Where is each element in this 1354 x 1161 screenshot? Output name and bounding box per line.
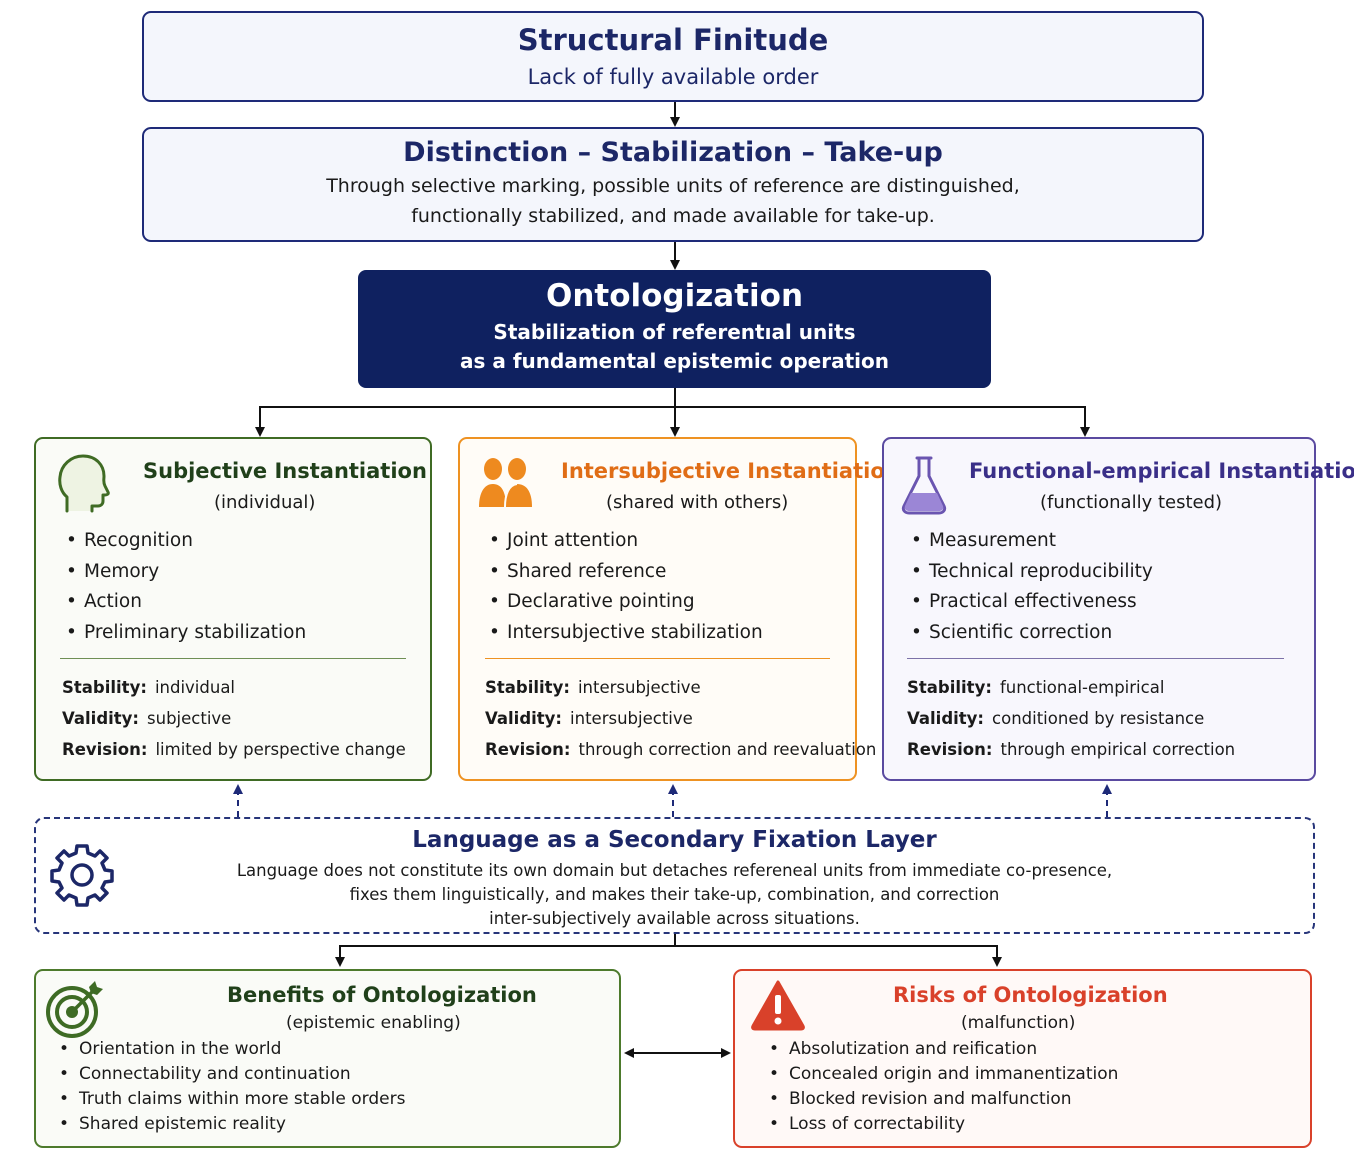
intersubjective-instantiation-box: Intersubjective Instantiation (shared wi… <box>458 437 900 781</box>
divider <box>485 658 830 659</box>
ontologization-title: Ontologization <box>545 278 804 314</box>
list-item: Action <box>62 587 306 618</box>
revision-value: through empirical correction <box>1000 740 1236 759</box>
list-item: Practical effectiveness <box>907 587 1153 618</box>
ontologization-line-2: as a fundamental epistemic operation <box>460 349 889 373</box>
list-item: Concealed origin and immanentization <box>765 1062 1118 1087</box>
intersubjective-subtitle: (shared with others) <box>606 492 789 513</box>
intersubjective-title: Intersubjective Instantiation <box>561 459 900 483</box>
language-layer-box: Language as a Secondary Fixation Layer L… <box>34 817 1315 934</box>
functional-empirical-properties: Stability: functional-empirical Validity:… <box>907 672 1235 765</box>
structural-finitude-box: Structural Finitude Lack of fully availa… <box>142 11 1204 102</box>
revision-label: Revision: <box>907 740 993 759</box>
list-item: Measurement <box>907 526 1153 557</box>
list-item: Blocked revision and malfunction <box>765 1087 1118 1112</box>
warning-icon <box>750 979 806 1035</box>
gear-icon <box>48 841 116 913</box>
list-item: Preliminary stabilization <box>62 618 306 649</box>
revision-label: Revision: <box>62 740 148 759</box>
language-line-3: inter-subjectively available across situ… <box>489 909 860 928</box>
functional-empirical-title: Functional-empirical Instantiation <box>969 459 1354 483</box>
stability-value: functional-empirical <box>999 678 1165 697</box>
validity-value: conditioned by resistance <box>992 709 1205 728</box>
risks-subtitle: (malfunction) <box>961 1013 1076 1033</box>
subjective-list: Recognition Memory Action Preliminary st… <box>62 526 306 649</box>
benefits-list: Orientation in the world Connectability … <box>55 1037 405 1137</box>
list-item: Recognition <box>62 526 306 557</box>
arrow-onto-to-subjective <box>255 406 675 437</box>
subjective-properties: Stability: individual Validity: subjective… <box>62 672 406 765</box>
arrow-language-to-risks <box>675 945 1002 967</box>
list-item: Scientific correction <box>907 618 1153 649</box>
intersubjective-properties: Stability:intersubjective Validity:inter… <box>485 672 876 765</box>
language-line-2: fixes them linguistically, and makes the… <box>349 885 1000 904</box>
list-item: Shared epistemic reality <box>55 1112 405 1137</box>
subjective-subtitle: (individual) <box>214 492 316 513</box>
stability-label: Stability: <box>62 678 147 697</box>
language-title: Language as a Secondary Fixation Layer <box>412 827 937 853</box>
target-icon <box>45 979 105 1043</box>
risks-box: Risks of Ontologization (malfunction) Ab… <box>733 969 1312 1148</box>
list-item: Orientation in the world <box>55 1037 405 1062</box>
functional-empirical-list: Measurement Technical reproducibility Pr… <box>907 526 1153 649</box>
revision-value: through correction and reevaluation <box>578 740 877 759</box>
list-item: Loss of correctability <box>765 1112 1118 1137</box>
list-item: Memory <box>62 557 306 588</box>
revision-value: limited by perspective change <box>155 740 406 759</box>
flask-icon <box>900 454 948 520</box>
validity-label: Validity: <box>907 709 985 728</box>
ontologization-line-1: Stabilization of referentıal units <box>493 320 856 344</box>
structural-finitude-subtitle: Lack of fully available order <box>527 65 819 89</box>
validity-value: subjective <box>147 709 232 728</box>
distinction-line-2: functionally stabilized, and made availa… <box>411 205 935 227</box>
functional-empirical-instantiation-box: Functional-empirical Instantiation (func… <box>882 437 1354 781</box>
list-item: Absolutization and reification <box>765 1037 1118 1062</box>
list-item: Intersubjective stabilization <box>485 618 763 649</box>
language-line-1: Language does not constitute its own dom… <box>236 861 1113 880</box>
validity-value: intersubjective <box>570 709 693 728</box>
distinction-line-1: Through selective marking, possible unit… <box>326 175 1020 197</box>
divider <box>907 658 1284 659</box>
benefits-title: Benefits of Ontologization <box>227 983 537 1007</box>
subjective-instantiation-box: Subjective Instantiation (individual) Re… <box>34 437 432 781</box>
list-item: Technical reproducibility <box>907 557 1153 588</box>
benefits-subtitle: (epistemic enabling) <box>286 1013 461 1033</box>
arrow-onto-to-functional <box>675 406 1090 437</box>
head-icon <box>58 453 110 517</box>
list-item: Connectability and continuation <box>55 1062 405 1087</box>
functional-empirical-subtitle: (functionally tested) <box>1040 492 1223 513</box>
list-item: Declarative pointing <box>485 587 763 618</box>
validity-label: Validity: <box>485 709 563 728</box>
people-icon <box>478 457 534 513</box>
risks-title: Risks of Ontologization <box>893 983 1168 1007</box>
stability-value: individual <box>154 678 236 697</box>
risks-list: Absolutization and reification Concealed… <box>765 1037 1118 1137</box>
distinction-title: Distinction – Stabilization – Take-up <box>403 137 943 168</box>
revision-label: Revision: <box>485 740 571 759</box>
stability-label: Stability: <box>907 678 992 697</box>
benefits-box: Benefits of Ontologization (epistemic en… <box>34 969 621 1148</box>
stability-value: intersubjective <box>577 678 701 697</box>
structural-finitude-title: Structural Finitude <box>517 23 829 57</box>
subjective-title: Subjective Instantiation <box>143 459 427 483</box>
list-item: Shared reference <box>485 557 763 588</box>
divider <box>60 658 406 659</box>
intersubjective-list: Joint attention Shared reference Declara… <box>485 526 763 649</box>
ontologization-box: Ontologization Stabilization of referent… <box>358 270 991 388</box>
list-item: Truth claims within more stable orders <box>55 1087 405 1112</box>
validity-label: Validity: <box>62 709 140 728</box>
list-item: Joint attention <box>485 526 763 557</box>
distinction-box: Distinction – Stabilization – Take-up Th… <box>142 127 1204 242</box>
stability-label: Stability: <box>485 678 570 697</box>
arrow-language-to-benefits <box>335 945 675 967</box>
